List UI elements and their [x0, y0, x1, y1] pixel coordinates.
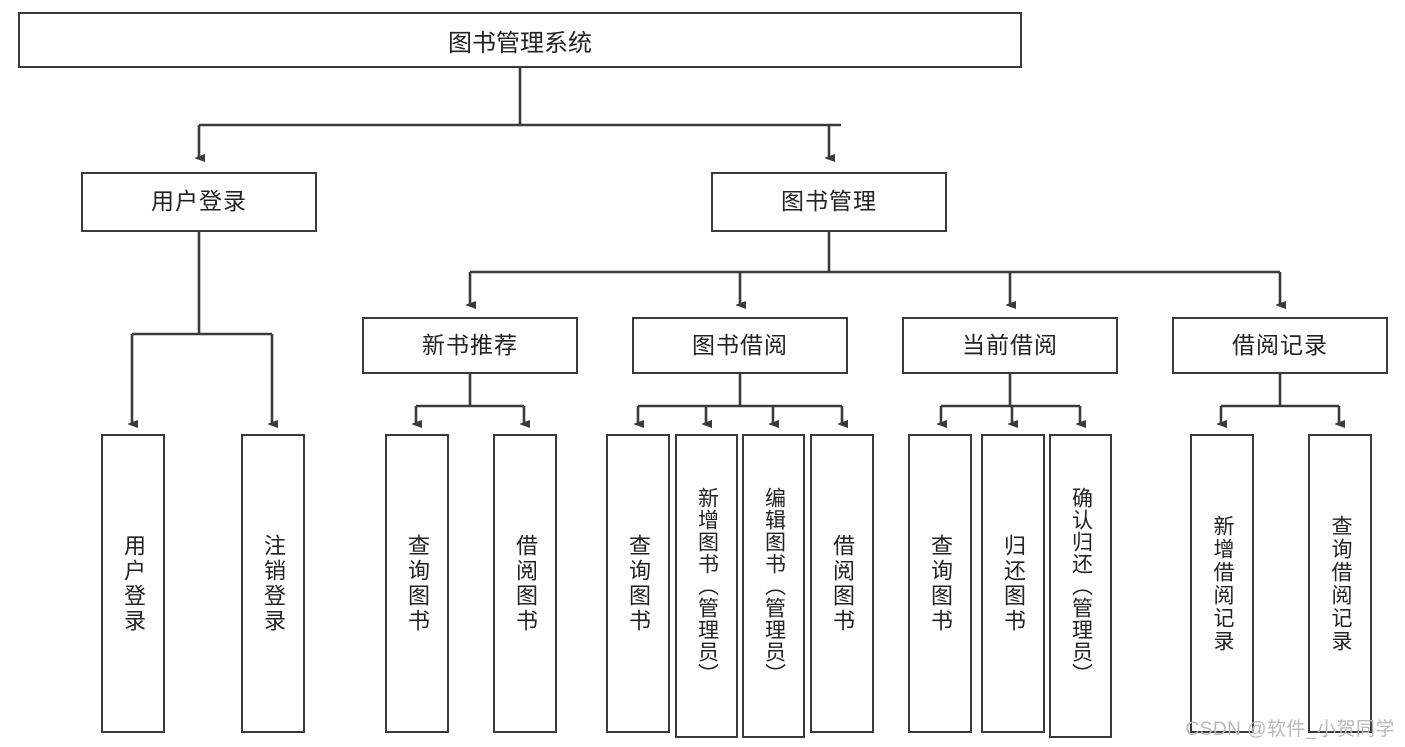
leaf-new-book-query[interactable]: 查询图书 [385, 434, 449, 733]
node-label: 确认归还（管理员） [1069, 487, 1093, 685]
leaf-borrow-record-add[interactable]: 新增借阅记录 [1190, 434, 1254, 733]
watermark: CSDN @软件_小贺同学 [1185, 719, 1395, 740]
node-book-borrow[interactable]: 图书借阅 [632, 317, 848, 374]
node-label: 图书管理 [781, 188, 877, 215]
node-label: 图书借阅 [692, 331, 788, 358]
node-label: 当前借阅 [962, 331, 1058, 358]
node-label: 用户登录 [121, 533, 146, 634]
leaf-current-borrow-confirm-admin[interactable]: 确认归还（管理员） [1049, 434, 1112, 738]
node-label: 注销登录 [261, 533, 286, 634]
node-label: 编辑图书（管理员） [762, 487, 786, 685]
node-label: 归还图书 [1001, 533, 1026, 634]
leaf-current-borrow-query[interactable]: 查询图书 [908, 434, 972, 733]
leaf-book-borrow-edit-admin[interactable]: 编辑图书（管理员） [742, 434, 805, 738]
node-user-login[interactable]: 用户登录 [81, 172, 317, 232]
node-label: 查询图书 [405, 533, 430, 634]
node-borrow-record[interactable]: 借阅记录 [1172, 317, 1388, 374]
node-label: 查询图书 [928, 533, 953, 634]
leaf-new-book-borrow[interactable]: 借阅图书 [493, 434, 557, 733]
node-root-book-management-system[interactable]: 图书管理系统 [18, 12, 1022, 68]
leaf-user-login-login[interactable]: 用户登录 [101, 434, 165, 733]
node-label: 新增借阅记录 [1211, 514, 1234, 653]
node-label: 借阅图书 [830, 533, 855, 634]
node-book-management[interactable]: 图书管理 [711, 172, 947, 232]
leaf-user-login-logout[interactable]: 注销登录 [241, 434, 305, 733]
node-label: 用户登录 [151, 188, 247, 215]
node-current-borrow[interactable]: 当前借阅 [902, 317, 1118, 374]
node-label: 借阅图书 [513, 533, 538, 634]
leaf-book-borrow-add-admin[interactable]: 新增图书（管理员） [675, 434, 738, 738]
node-label: 查询借阅记录 [1329, 514, 1352, 653]
node-label: 新书推荐 [422, 331, 518, 358]
leaf-borrow-record-query[interactable]: 查询借阅记录 [1308, 434, 1372, 733]
leaf-book-borrow-query[interactable]: 查询图书 [606, 434, 670, 733]
leaf-current-borrow-return[interactable]: 归还图书 [981, 434, 1045, 733]
node-new-book-recommend[interactable]: 新书推荐 [362, 317, 578, 374]
leaf-book-borrow-borrow[interactable]: 借阅图书 [810, 434, 874, 733]
node-label: 查询图书 [626, 533, 651, 634]
node-label: 图书管理系统 [448, 29, 592, 57]
node-label: 借阅记录 [1232, 331, 1328, 358]
node-label: 新增图书（管理员） [695, 487, 719, 685]
